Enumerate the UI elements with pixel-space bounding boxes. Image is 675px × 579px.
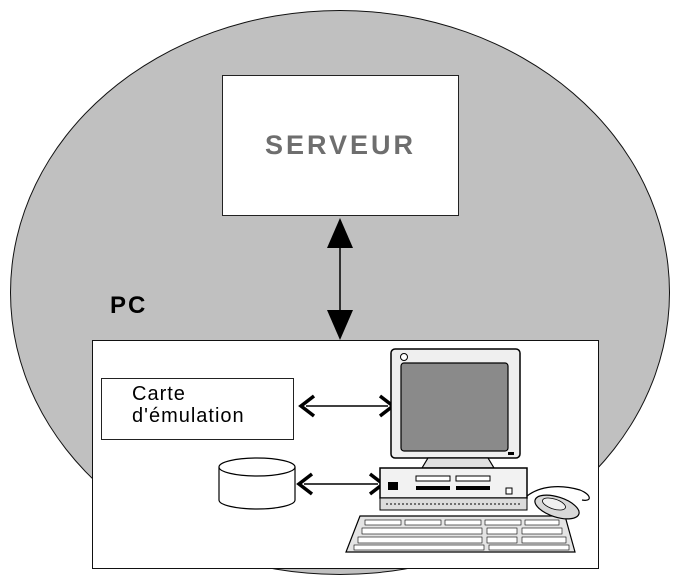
keyboard-icon: [345, 515, 576, 553]
system-unit: [379, 467, 528, 511]
database-cylinder-icon: [218, 457, 296, 510]
card-label-line2: d'émulation: [132, 405, 245, 427]
computer-workstation-icon: [345, 348, 590, 553]
pc-label: PC: [110, 292, 148, 319]
server-box: SERVEUR: [222, 75, 459, 216]
server-pc-arrow: [327, 218, 353, 340]
card-label-line1: Carte: [132, 383, 186, 405]
emulation-card-box: Carte d'émulation: [101, 378, 294, 440]
card-monitor-arrow: [298, 394, 396, 418]
monitor-icon: [390, 348, 521, 469]
server-label: SERVEUR: [264, 130, 417, 160]
disk-computer-arrow: [296, 472, 386, 496]
mouse-icon: [526, 486, 590, 520]
